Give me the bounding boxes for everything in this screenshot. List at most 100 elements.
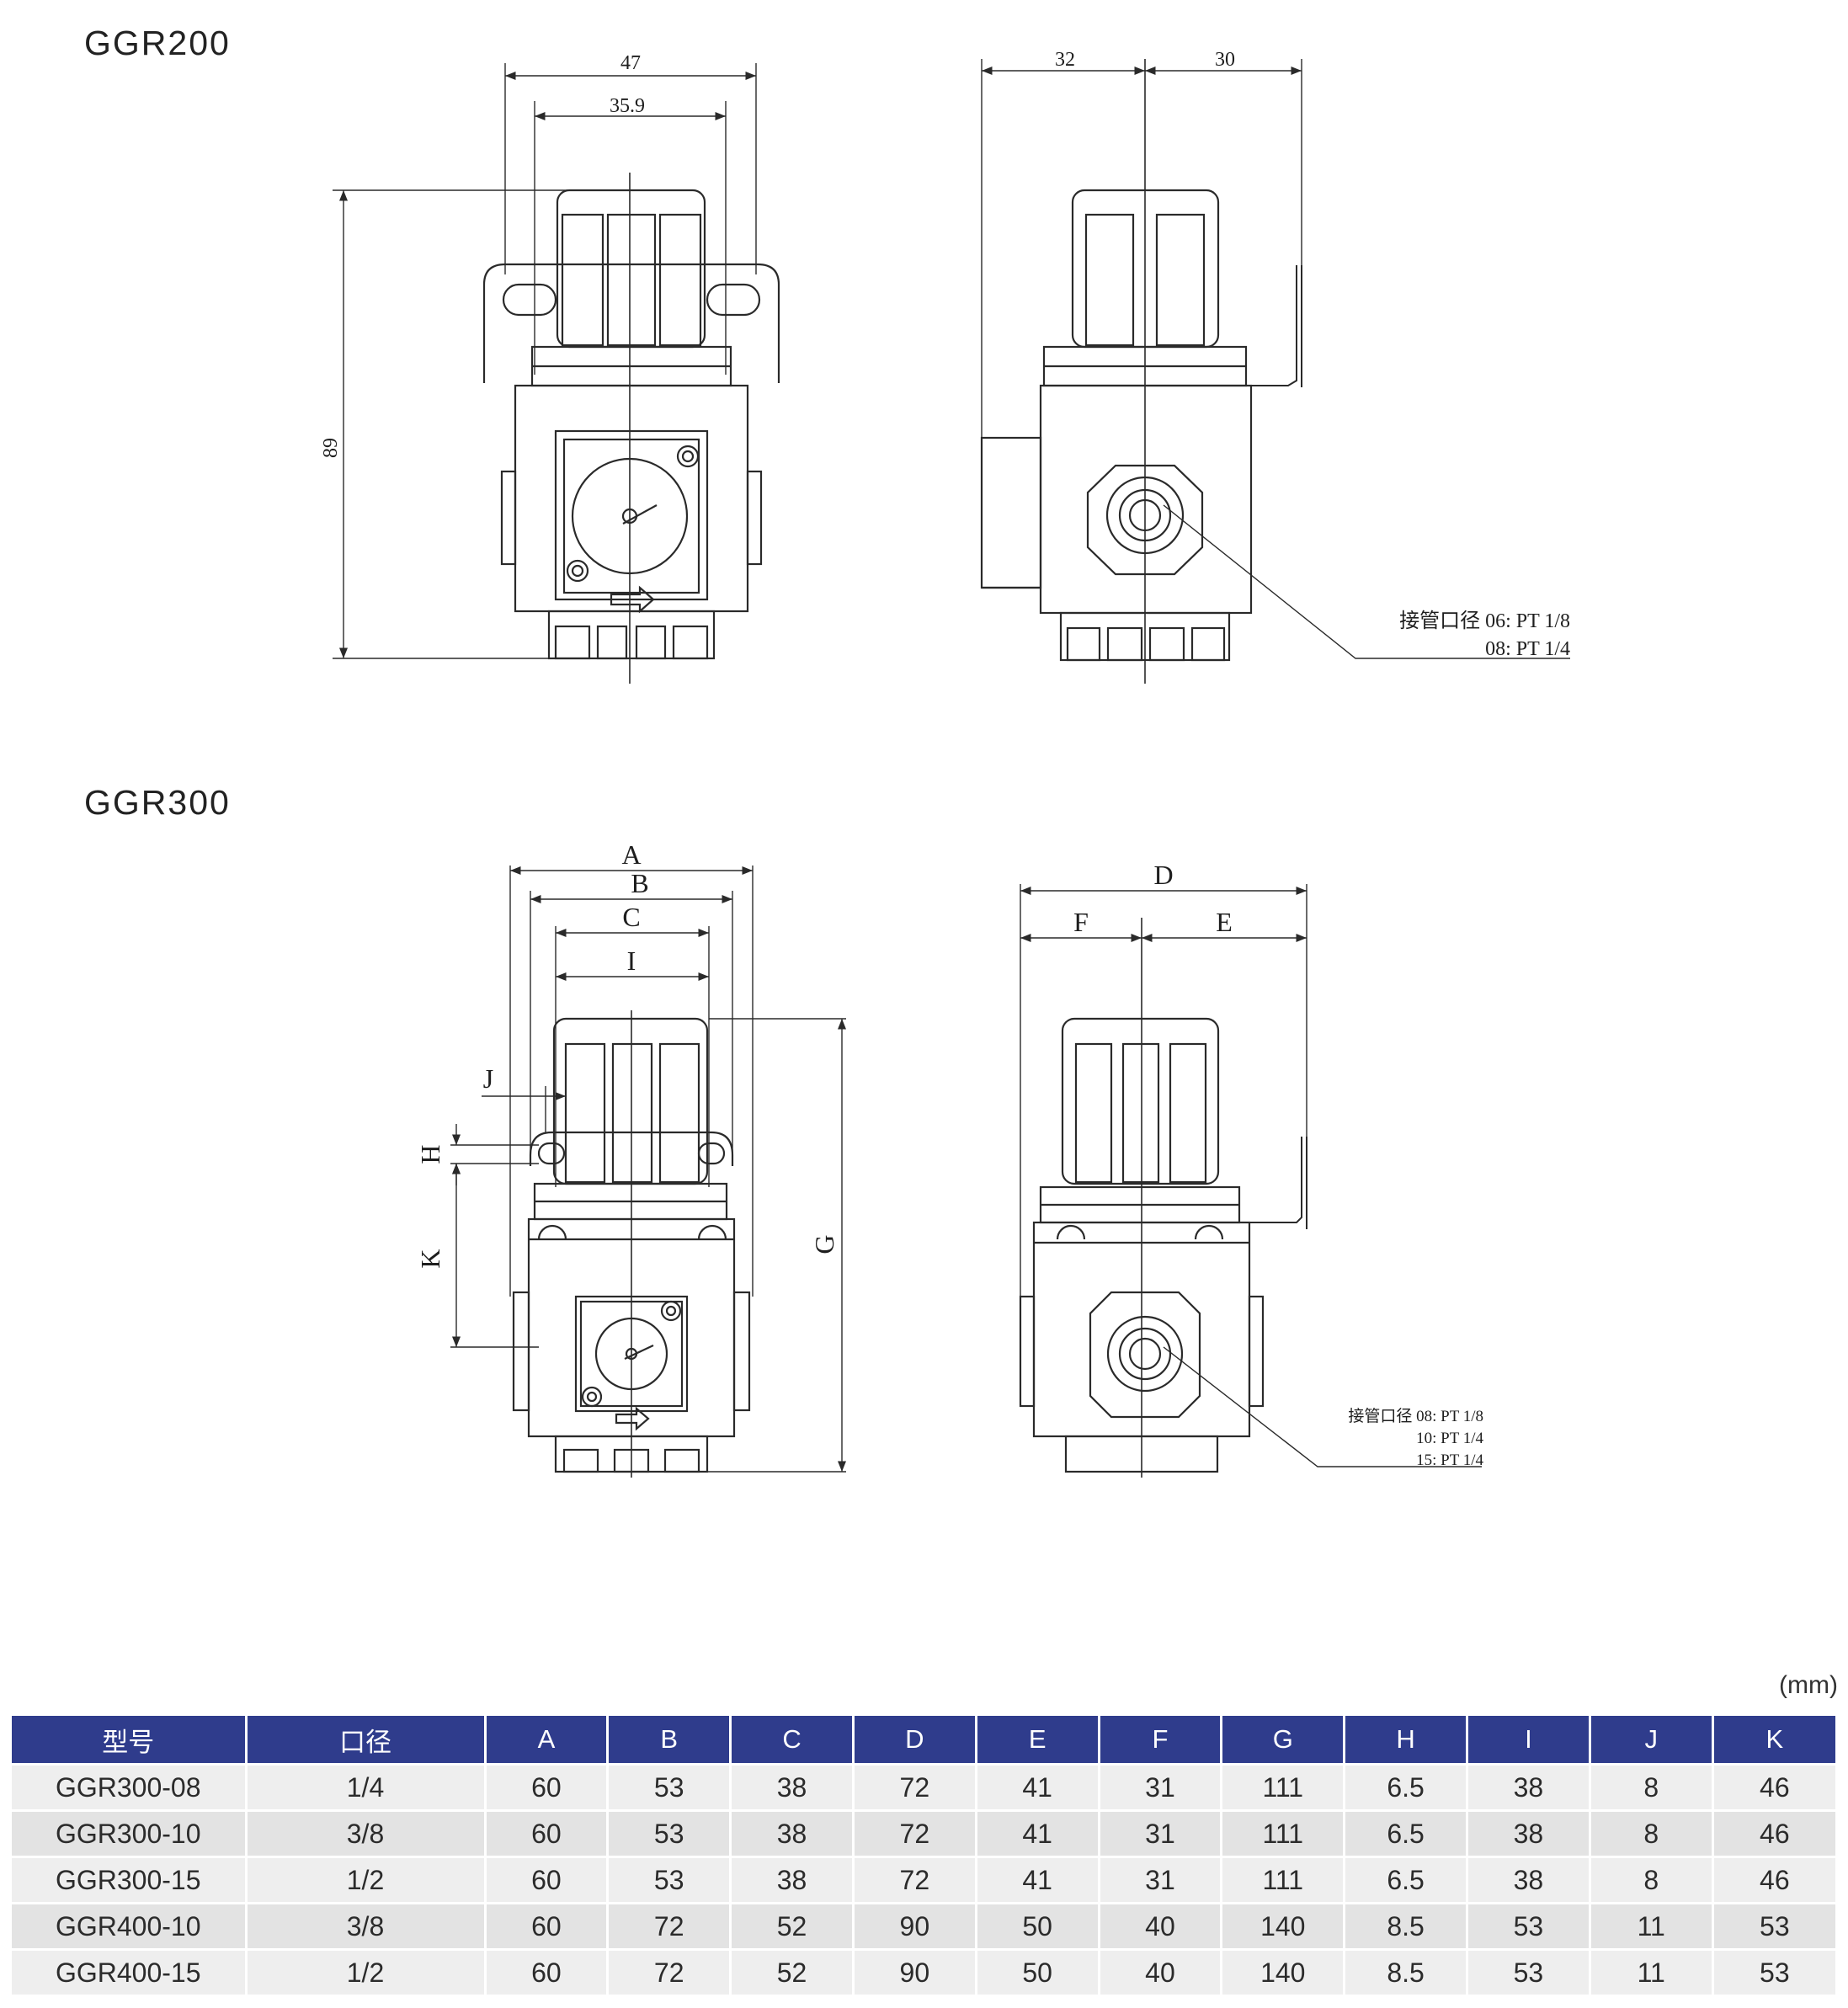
ggr200-front-view bbox=[333, 63, 780, 684]
table-cell: 46 bbox=[1712, 1809, 1835, 1857]
port-label-line-1: 接管口径 08: PT 1/8 bbox=[1348, 1407, 1483, 1425]
header-K: K bbox=[1712, 1716, 1835, 1765]
table-cell: 140 bbox=[1221, 1948, 1346, 1995]
table-cell: 8 bbox=[1590, 1856, 1714, 1904]
table-cell: 6.5 bbox=[1344, 1809, 1468, 1857]
table-cell: 1/4 bbox=[246, 1763, 487, 1811]
dim-right-label: 30 bbox=[1215, 49, 1235, 71]
ggr200-side-view bbox=[980, 59, 1570, 684]
port-label-line-2: 08: PT 1/4 bbox=[1485, 638, 1570, 660]
table-cell: 31 bbox=[1099, 1856, 1223, 1904]
table-cell: 11 bbox=[1590, 1948, 1714, 1995]
header-D: D bbox=[853, 1716, 977, 1765]
table-cell: 8.5 bbox=[1344, 1902, 1468, 1950]
table-cell: 41 bbox=[976, 1809, 1100, 1857]
table-cell: GGR300-10 bbox=[12, 1809, 248, 1857]
table-cell: 6.5 bbox=[1344, 1763, 1468, 1811]
header-G: G bbox=[1221, 1716, 1346, 1765]
dim-J-label: J bbox=[483, 1063, 493, 1094]
header-model: 型号 bbox=[12, 1716, 248, 1765]
table-cell: 38 bbox=[1467, 1763, 1591, 1811]
dim-height-label: 89 bbox=[320, 438, 342, 458]
dim-G-label: G bbox=[809, 1234, 839, 1254]
table-cell: 53 bbox=[607, 1763, 732, 1811]
dim-D-label: D bbox=[1153, 860, 1173, 890]
header-A: A bbox=[485, 1716, 610, 1765]
section-title-ggr200: GGR200 bbox=[84, 24, 231, 62]
table-cell: 1/2 bbox=[246, 1948, 487, 1995]
table-cell: 140 bbox=[1221, 1902, 1346, 1950]
dim-E-label: E bbox=[1216, 907, 1233, 937]
table-cell: 50 bbox=[976, 1948, 1100, 1995]
table-cell: GGR400-15 bbox=[12, 1948, 248, 1995]
port-label-line-3: 15: PT 1/4 bbox=[1416, 1451, 1483, 1469]
table-cell: 1/2 bbox=[246, 1856, 487, 1904]
table-cell: 38 bbox=[730, 1856, 855, 1904]
dim-B-label: B bbox=[631, 868, 648, 898]
header-H: H bbox=[1344, 1716, 1468, 1765]
technical-drawing: 47 35.9 89 32 30 接管口径 06: PT bbox=[320, 49, 1570, 1478]
dim-left-label: 32 bbox=[1055, 49, 1075, 71]
table-cell: GGR300-08 bbox=[12, 1763, 248, 1811]
table-cell: 53 bbox=[607, 1856, 732, 1904]
table-cell: 53 bbox=[1467, 1948, 1591, 1995]
table-cell: 60 bbox=[485, 1856, 610, 1904]
table-cell: 52 bbox=[730, 1902, 855, 1950]
table-cell: 72 bbox=[607, 1948, 732, 1995]
table-cell: 111 bbox=[1221, 1856, 1346, 1904]
header-F: F bbox=[1099, 1716, 1223, 1765]
table-cell: 50 bbox=[976, 1902, 1100, 1950]
dim-H-label: H bbox=[415, 1144, 445, 1164]
table-cell: 31 bbox=[1099, 1763, 1223, 1811]
table-cell: 31 bbox=[1099, 1809, 1223, 1857]
table-cell: 72 bbox=[853, 1763, 977, 1811]
port-label-line-1: 接管口径 06: PT 1/8 bbox=[1399, 610, 1570, 632]
header-E: E bbox=[976, 1716, 1100, 1765]
dim-C-label: C bbox=[622, 902, 640, 932]
table-cell: 90 bbox=[853, 1902, 977, 1950]
table-cell: 60 bbox=[485, 1809, 610, 1857]
table-cell: 72 bbox=[853, 1809, 977, 1857]
table-cell: 38 bbox=[730, 1809, 855, 1857]
table-cell: 3/8 bbox=[246, 1902, 487, 1950]
dim-K-label: K bbox=[415, 1249, 445, 1268]
table-cell: 60 bbox=[485, 1948, 610, 1995]
table-cell: 6.5 bbox=[1344, 1856, 1468, 1904]
table-cell: 38 bbox=[730, 1763, 855, 1811]
table-cell: 41 bbox=[976, 1856, 1100, 1904]
table-cell: 60 bbox=[485, 1902, 610, 1950]
dim-overall-width-label: 47 bbox=[620, 52, 641, 74]
dim-inner-width-label: 35.9 bbox=[610, 95, 645, 117]
table-cell: 41 bbox=[976, 1763, 1100, 1811]
table-cell: 53 bbox=[1467, 1902, 1591, 1950]
header-J: J bbox=[1590, 1716, 1714, 1765]
table-cell: 8 bbox=[1590, 1763, 1714, 1811]
header-C: C bbox=[730, 1716, 855, 1765]
ggr300-front-view bbox=[450, 866, 847, 1478]
table-cell: 40 bbox=[1099, 1948, 1223, 1995]
ggr300-side-view bbox=[1019, 884, 1482, 1478]
table-cell: 8 bbox=[1590, 1809, 1714, 1857]
table-cell: 60 bbox=[485, 1763, 610, 1811]
table-cell: 90 bbox=[853, 1948, 977, 1995]
table-cell: GGR300-15 bbox=[12, 1856, 248, 1904]
table-cell: 46 bbox=[1712, 1856, 1835, 1904]
table-cell: 3/8 bbox=[246, 1809, 487, 1857]
table-cell: 53 bbox=[1712, 1902, 1835, 1950]
table-cell: 111 bbox=[1221, 1809, 1346, 1857]
table-cell: 53 bbox=[1712, 1948, 1835, 1995]
table-cell: 111 bbox=[1221, 1763, 1346, 1811]
table-cell: 52 bbox=[730, 1948, 855, 1995]
header-port-size: 口径 bbox=[246, 1716, 487, 1765]
table-cell: 72 bbox=[853, 1856, 977, 1904]
table-cell: 38 bbox=[1467, 1809, 1591, 1857]
dim-A-label: A bbox=[621, 839, 641, 870]
table-cell: 8.5 bbox=[1344, 1948, 1468, 1995]
table-cell: 72 bbox=[607, 1902, 732, 1950]
table-cell: 46 bbox=[1712, 1763, 1835, 1811]
